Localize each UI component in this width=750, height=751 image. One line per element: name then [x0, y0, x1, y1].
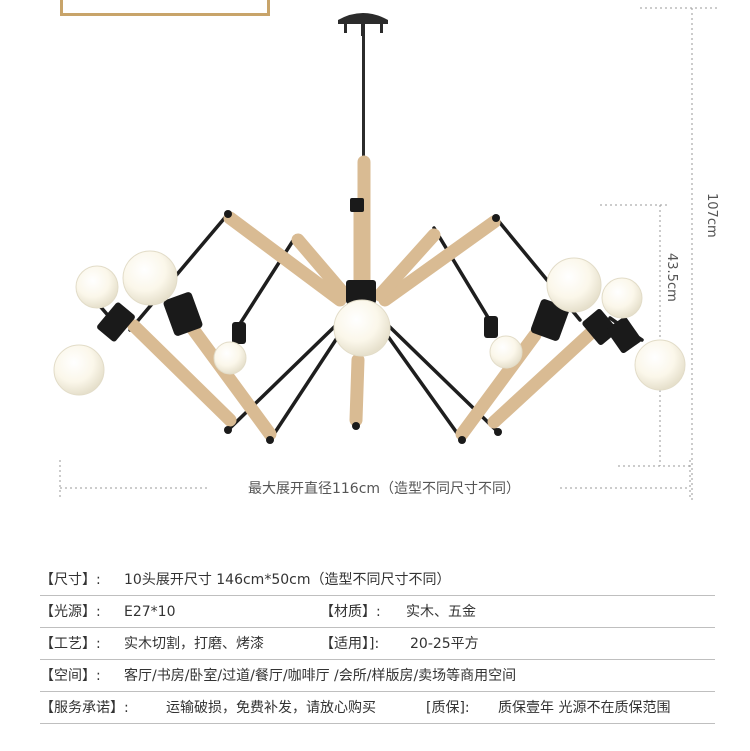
warranty-label: [质保]:: [426, 700, 470, 716]
size-label: 【尺寸】:: [40, 572, 101, 588]
height-total-label: 107cm: [704, 193, 719, 238]
material-label: 【材质】:: [320, 604, 381, 620]
arm-joints: [224, 210, 502, 444]
spec-row-craft-area: 【工艺】: 实木切割，打磨、烤漆 【适用】]: 20-25平方: [40, 629, 715, 660]
craft-label: 【工艺】:: [40, 636, 101, 652]
spec-row-light-material: 【光源】: E27*10 【材质】: 实木、五金: [40, 597, 715, 628]
area-value: 20-25平方: [410, 636, 479, 652]
area-label: 【适用】]:: [320, 636, 380, 652]
max-diameter-label: 最大展开直径116cm（造型不同尺寸不同）: [248, 480, 520, 497]
warranty-value: 质保壹年 光源不在质保范围: [498, 700, 671, 716]
service-label: 【服务承诺】:: [40, 700, 129, 716]
decorative-gold-frame: [60, 0, 270, 16]
craft-value: 实木切割，打磨、烤漆: [124, 636, 264, 652]
size-value: 10头展开尺寸 146cm*50cm（造型不同尺寸不同）: [124, 572, 451, 588]
light-bulbs: [53, 250, 686, 396]
space-value: 客厅/书房/卧室/过道/餐厅/咖啡厅 /会所/样版房/卖场等商用空间: [124, 668, 517, 684]
light-label: 【光源】:: [40, 604, 101, 620]
light-value: E27*10: [124, 604, 176, 620]
spec-row-service-warranty: 【服务承诺】: 运输破损，免费补发，请放心购买 [质保]: 质保壹年 光源不在质…: [40, 693, 715, 724]
service-value: 运输破损，免费补发，请放心购买: [166, 700, 376, 716]
wooden-arms: [127, 155, 601, 441]
material-value: 实木、五金: [406, 604, 476, 620]
space-label: 【空间】:: [40, 668, 101, 684]
bulb-sockets: [97, 198, 642, 353]
spec-row-space: 【空间】: 客厅/书房/卧室/过道/餐厅/咖啡厅 /会所/样版房/卖场等商用空间: [40, 661, 715, 692]
ceiling-canopy: [338, 13, 388, 158]
spec-row-size: 【尺寸】: 10头展开尺寸 146cm*50cm（造型不同尺寸不同）: [40, 565, 715, 596]
chandelier-product-image: 107cm 43.5cm 最大展开直径116cm（造型不同尺寸不同）: [53, 7, 720, 500]
spec-table: 【尺寸】: 10头展开尺寸 146cm*50cm（造型不同尺寸不同） 【光源】:…: [40, 565, 715, 725]
dimension-guides: [59, 7, 720, 500]
height-body-label: 43.5cm: [664, 253, 679, 302]
